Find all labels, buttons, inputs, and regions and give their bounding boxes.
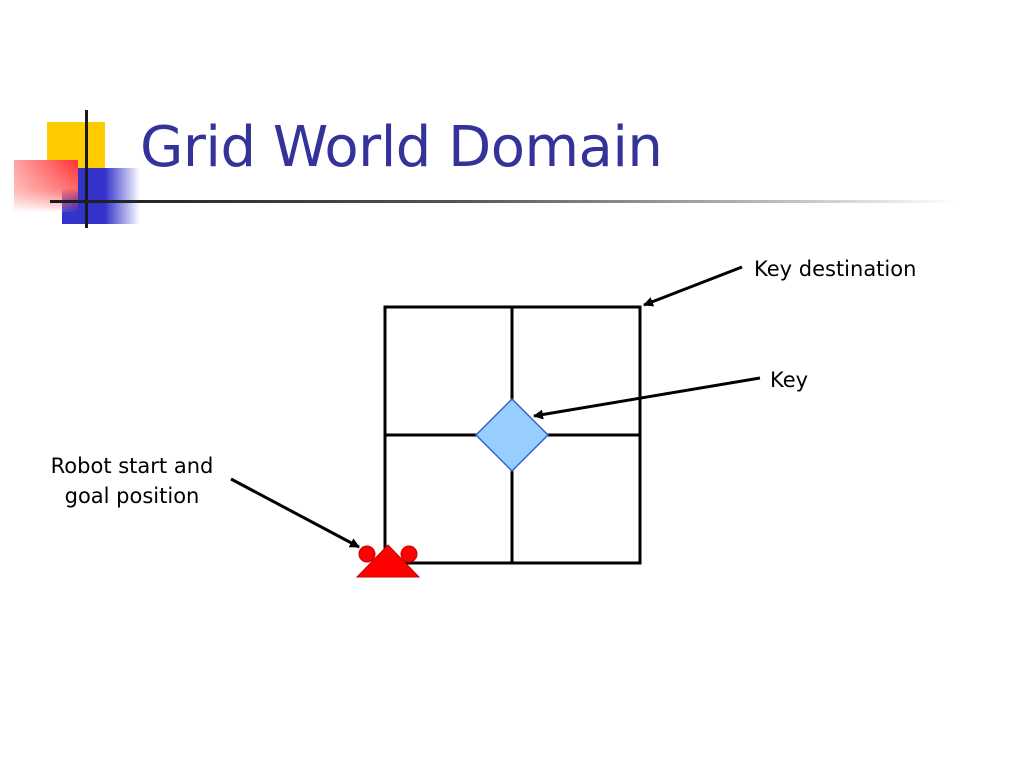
title-decoration	[14, 110, 140, 228]
robot-label-line1: Robot start and	[50, 454, 214, 478]
key-label: Key	[770, 368, 809, 392]
robot-label-line2: goal position	[64, 484, 200, 508]
robot-body-triangle	[355, 544, 421, 578]
deco-vertical-line	[85, 110, 88, 228]
robot-label: Robot start and goal position	[30, 451, 234, 511]
arrow-key	[533, 376, 761, 420]
arrow-robot	[230, 477, 360, 549]
title-underline	[50, 200, 960, 203]
key-destination-label: Key destination	[754, 257, 917, 281]
robot-left-wheel	[358, 545, 376, 563]
robot-icon	[355, 544, 421, 578]
page-title: Grid World Domain	[140, 115, 663, 180]
arrow-key-destination	[643, 265, 743, 307]
key-diamond	[474, 397, 550, 473]
robot-right-wheel	[400, 545, 418, 563]
